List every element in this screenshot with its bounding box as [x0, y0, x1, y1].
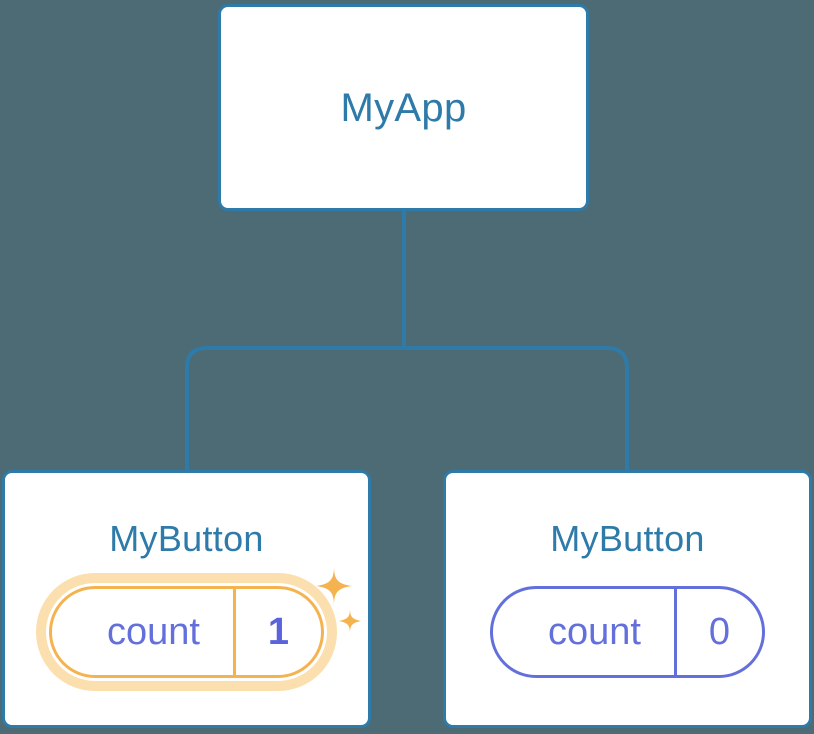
- state-pill-right-value: 0: [674, 589, 762, 675]
- sparkle-small-icon: [339, 608, 361, 634]
- state-pill-right[interactable]: count 0: [490, 586, 765, 678]
- state-pill-left-wrapper: count 1: [36, 566, 361, 691]
- connector-branch-bar: [185, 346, 629, 472]
- node-mybutton-left-title: MyButton: [109, 518, 264, 559]
- state-pill-left[interactable]: count 1: [49, 586, 324, 678]
- node-mybutton-right-title: MyButton: [550, 518, 705, 559]
- state-pill-right-wrapper: count 0: [490, 586, 765, 678]
- node-mybutton-right[interactable]: MyButton count 0: [443, 470, 812, 728]
- node-mybutton-left[interactable]: MyButton count 1: [2, 470, 371, 728]
- sparkle-group: [308, 564, 368, 644]
- node-myapp-title: MyApp: [340, 85, 467, 130]
- state-pill-left-glow: [36, 573, 337, 691]
- state-pill-right-key: count: [548, 610, 641, 653]
- node-myapp[interactable]: MyApp: [218, 4, 589, 211]
- state-pill-left-value: 1: [233, 589, 321, 675]
- sparkle-icon: [316, 566, 352, 606]
- state-pill-left-key: count: [107, 610, 200, 653]
